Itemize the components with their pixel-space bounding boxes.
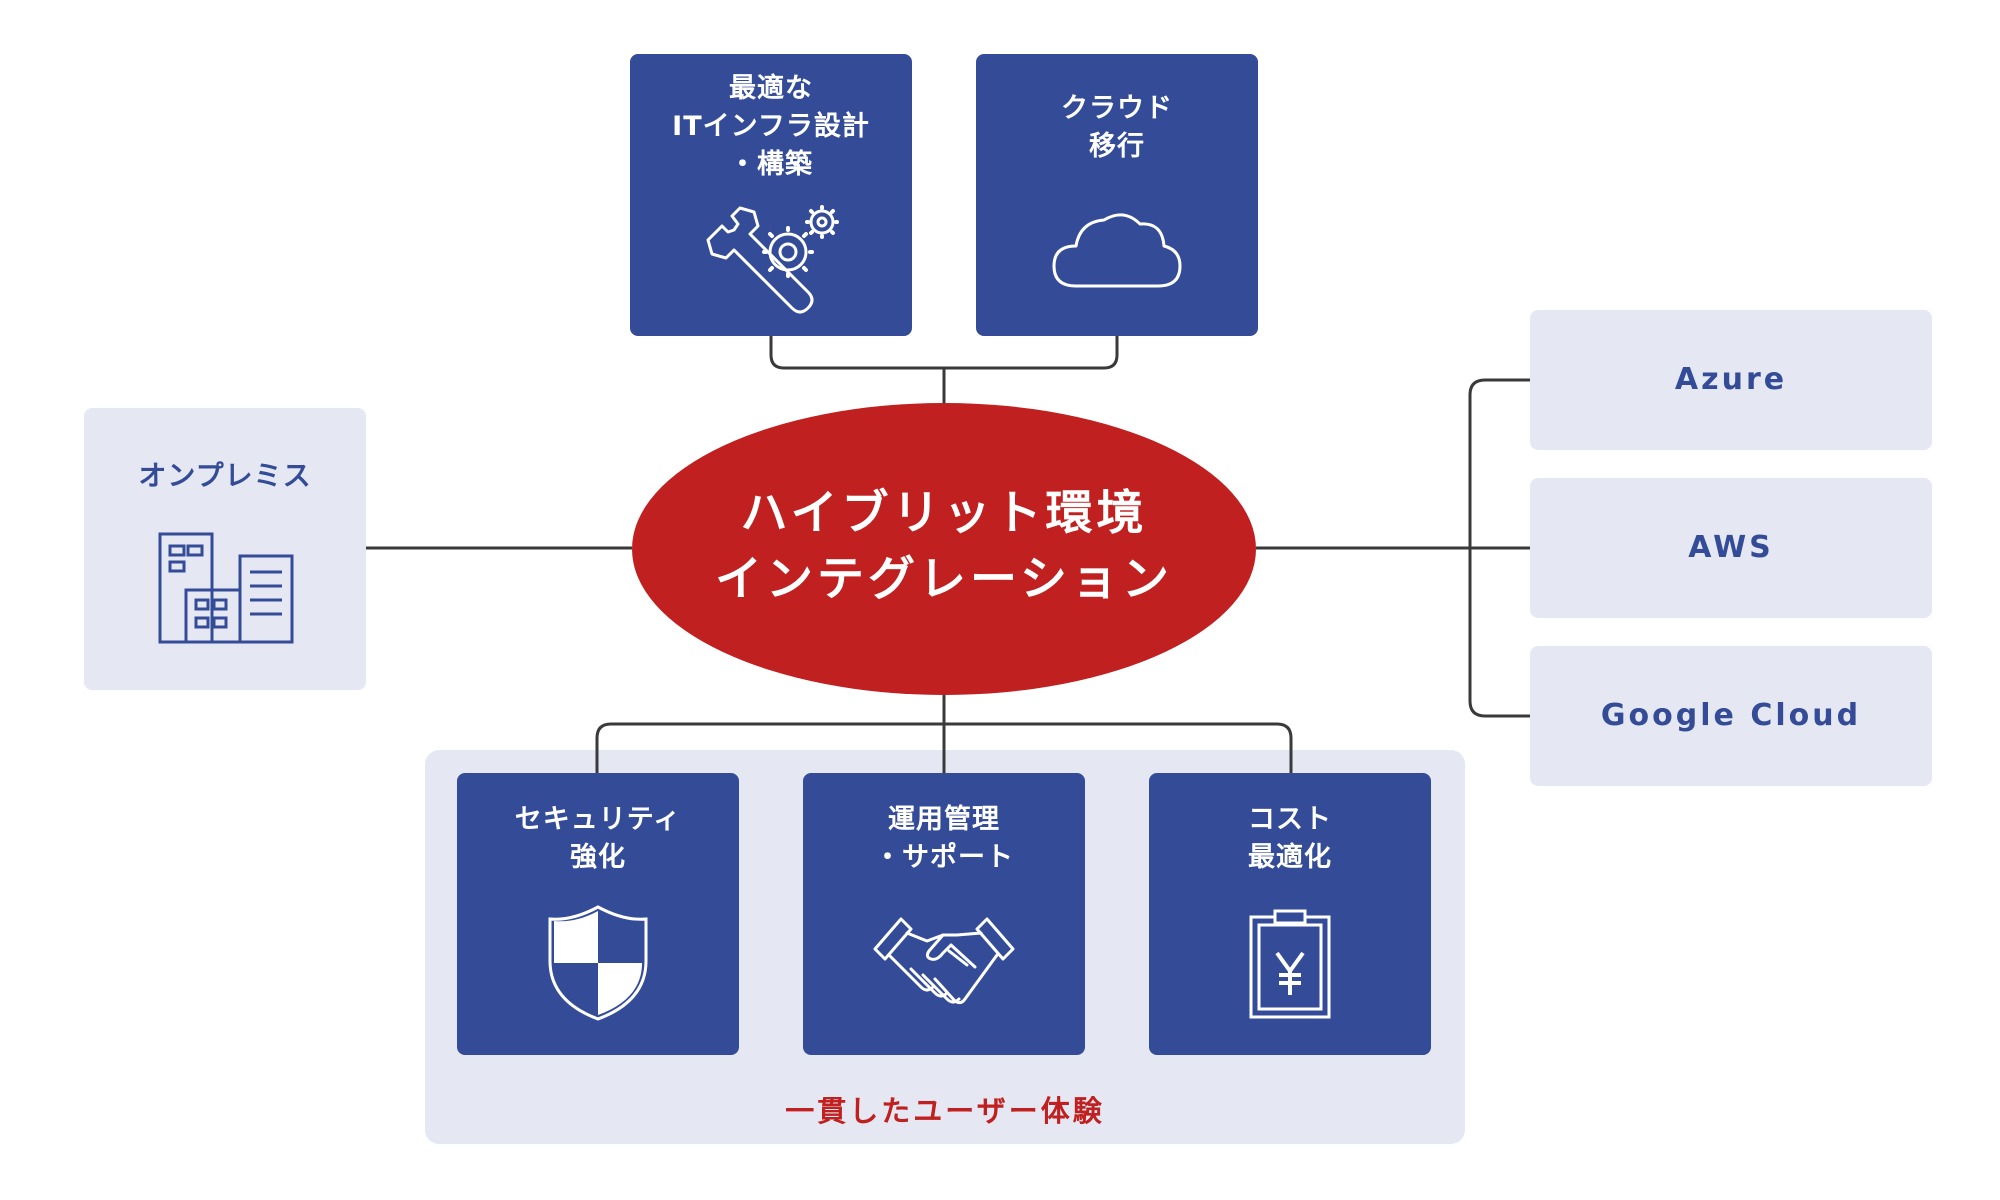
on-premise-label: オンプレミス [138,459,312,492]
security-box: セキュリティ 強化 [457,773,739,1055]
clipboard-yen-icon [1249,909,1331,1019]
it-infra-design-label: 最適な ITインフラ設計 ・構築 [672,73,870,180]
operations-support-box: 運用管理 ・サポート [803,773,1085,1055]
wrench-gears-icon [706,205,839,314]
cost-optimization-label: コスト 最適化 [1248,804,1332,873]
shield-icon [548,905,648,1021]
google-cloud-box: Google Cloud [1530,646,1932,786]
cost-optimization-box: コスト 最適化 [1149,773,1431,1055]
operations-support-label: 運用管理 ・サポート [874,804,1014,873]
hybrid-integration-hub: ハイブリット環境 インテグレーション [632,403,1256,695]
security-label: セキュリティ 強化 [514,804,682,873]
aws-label: AWS [1688,530,1774,565]
office-buildings-icon [158,532,294,644]
aws-box: AWS [1530,478,1932,618]
cloud-icon [1052,213,1182,288]
user-experience-caption: 一貫したユーザー体験 [785,1094,1105,1128]
cloud-migration-box: クラウド 移行 [976,54,1258,336]
azure-label: Azure [1674,362,1788,397]
cloud-migration-label: クラウド 移行 [1061,93,1173,162]
hub-title: ハイブリット環境 インテグレーション [714,486,1174,607]
it-infra-design-box: 最適な ITインフラ設計 ・構築 [630,54,912,336]
google-cloud-label: Google Cloud [1600,698,1862,733]
handshake-icon [873,917,1015,1005]
azure-box: Azure [1530,310,1932,450]
on-premise-box: オンプレミス [84,408,366,690]
